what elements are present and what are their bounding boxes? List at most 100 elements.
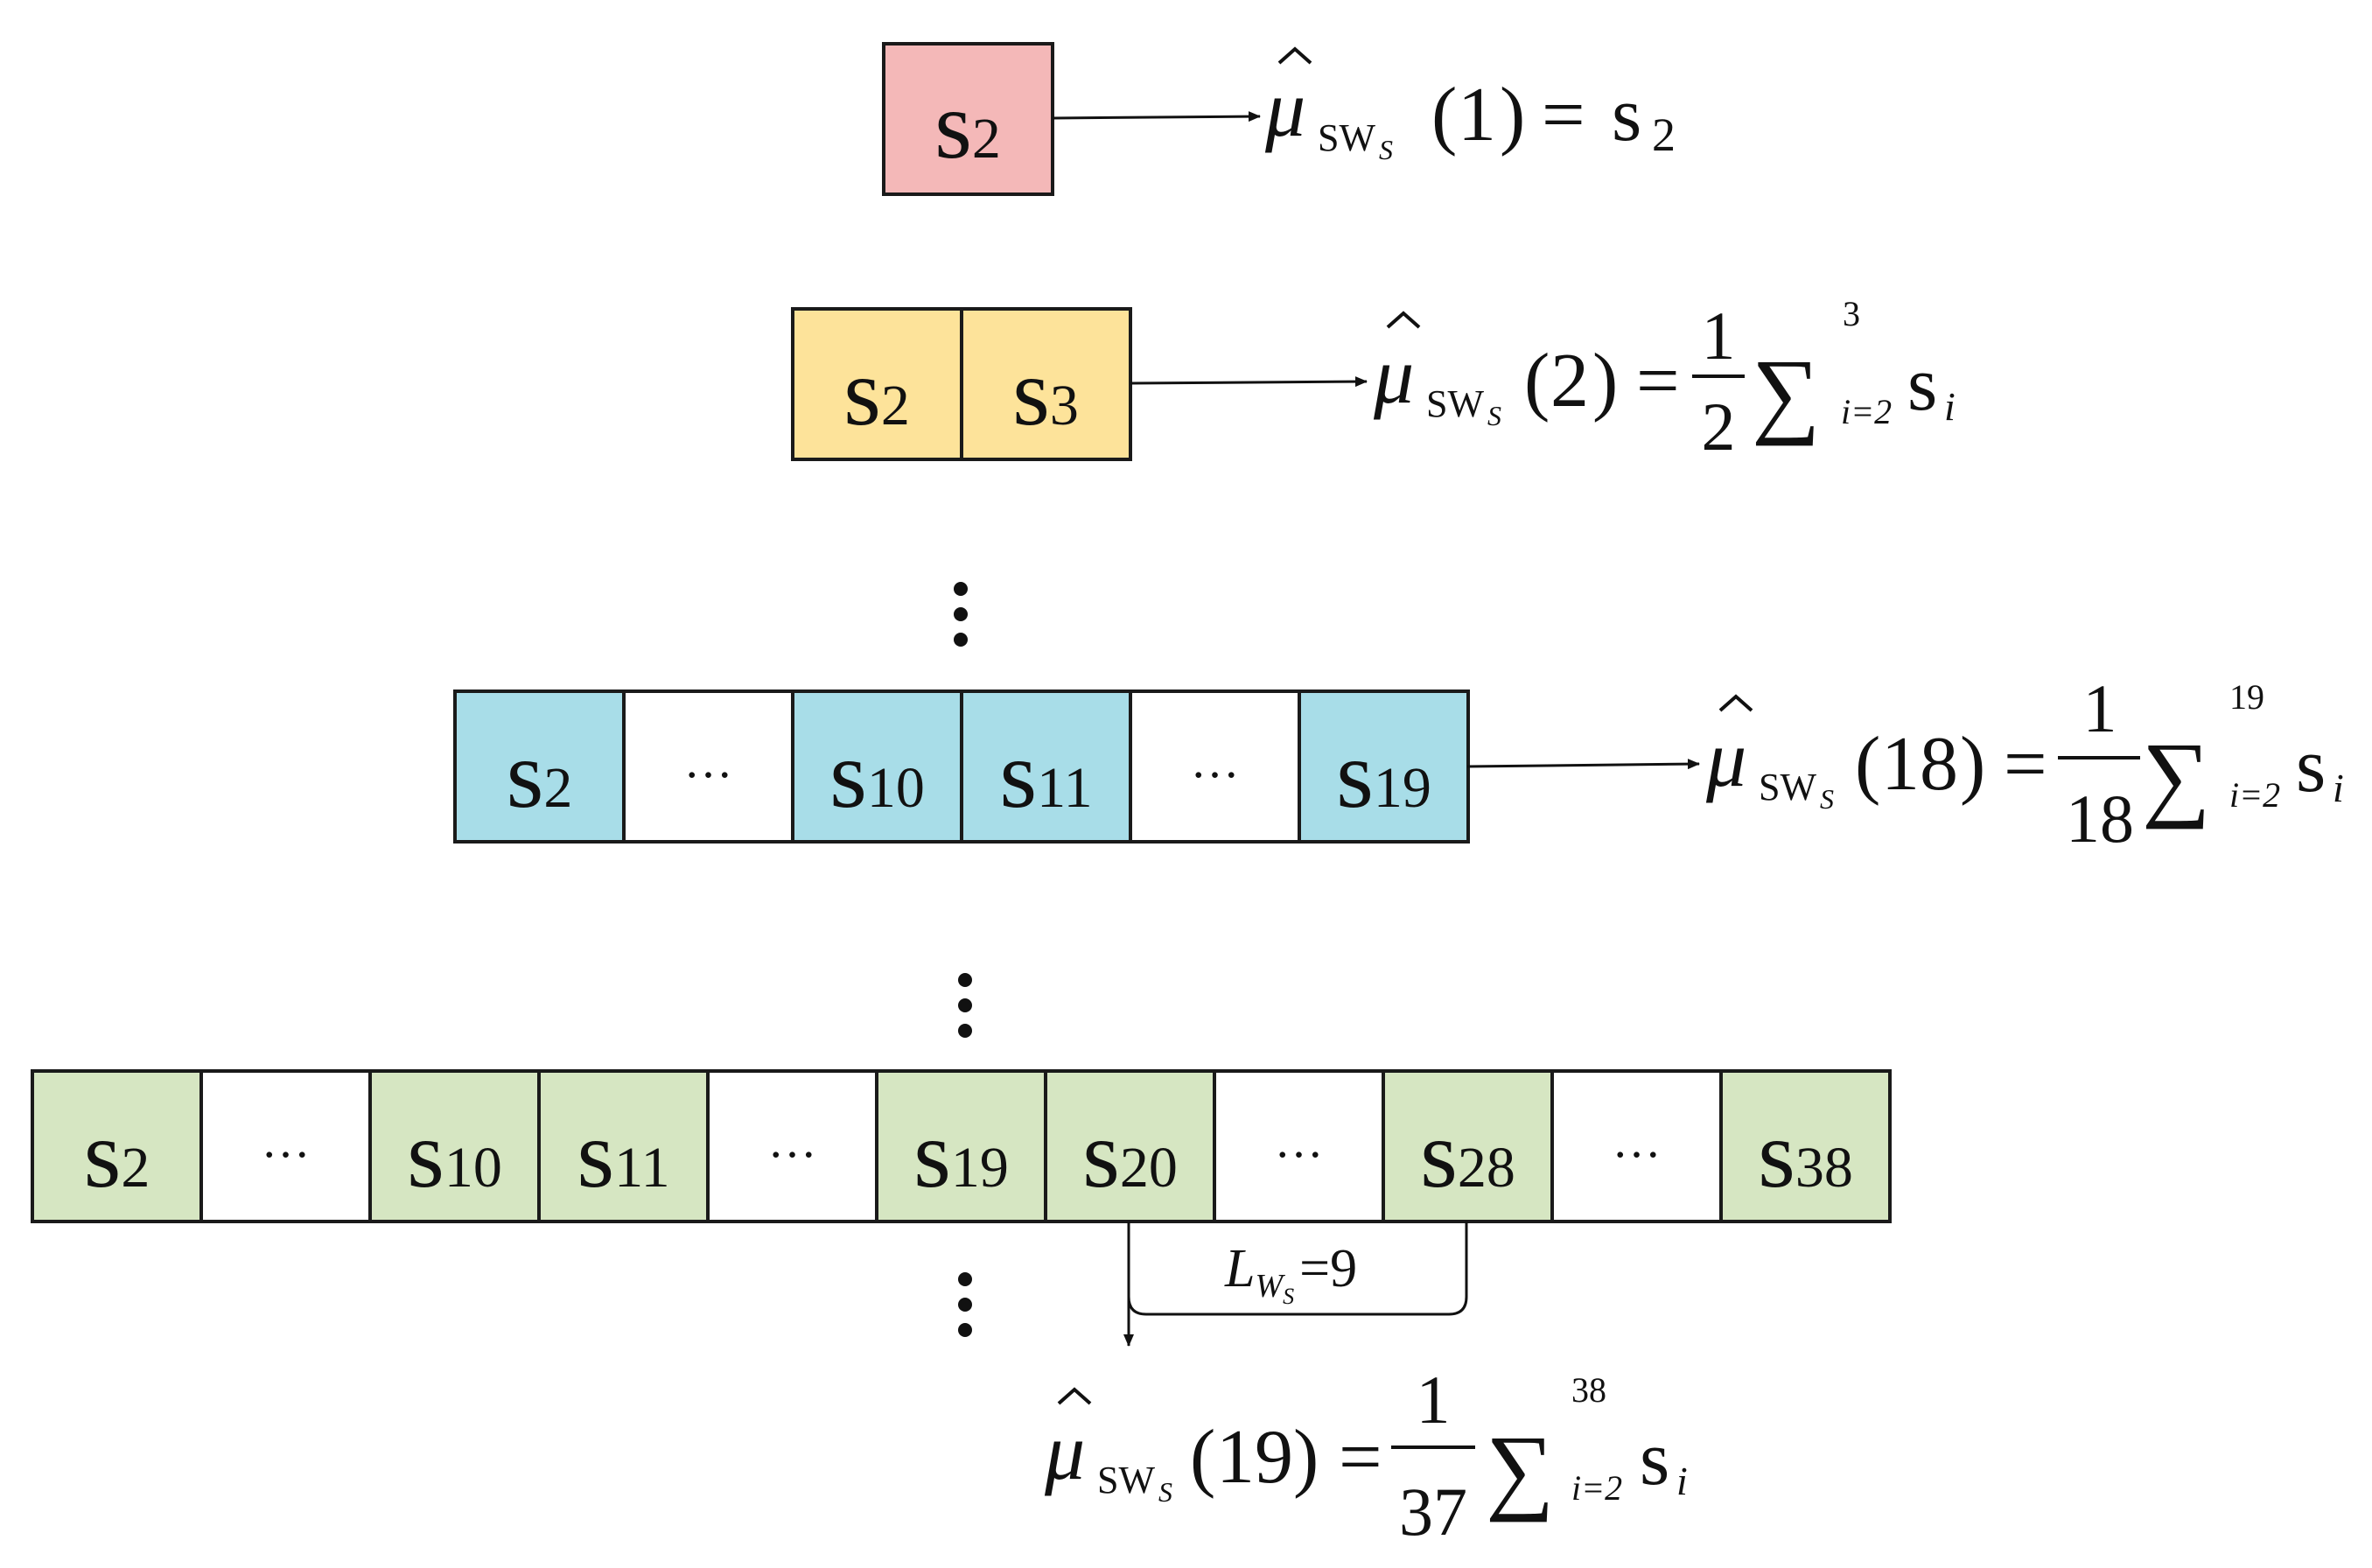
- row-4-cell-9: [1382, 1069, 1554, 1223]
- svg-text:1: 1: [1458, 73, 1496, 158]
- row-4-cell-9-label: s28: [1420, 1101, 1515, 1208]
- row-2-arrow: [1130, 376, 1368, 388]
- svg-text:μ: μ: [1044, 1407, 1085, 1496]
- row-4: s2 … s10 s11 … s19 s20 … s28 … s38: [31, 1069, 1892, 1223]
- svg-text:19: 19: [2229, 677, 2264, 717]
- svg-text:s: s: [1907, 342, 1937, 427]
- svg-text:2: 2: [1652, 108, 1676, 161]
- vertical-ellipsis-2: [958, 973, 972, 1038]
- row-4-cell-3: [368, 1069, 541, 1223]
- ellipsis-cell-label: …: [262, 1114, 311, 1168]
- svg-text:=: =: [1542, 73, 1585, 158]
- row-4-cell-11-label: s38: [1758, 1101, 1853, 1208]
- row-4-cell-6-label: s19: [913, 1101, 1009, 1208]
- svg-text:(: (: [1190, 1415, 1215, 1500]
- row-3: s2 … s10 s11 … s19: [453, 690, 1470, 844]
- svg-text:2: 2: [1550, 339, 1589, 424]
- svg-text:s: s: [2296, 724, 2326, 808]
- svg-text:=: =: [1636, 339, 1680, 424]
- row-3-cell-4-label: s11: [999, 721, 1092, 828]
- row-3-cell-3: [791, 690, 963, 844]
- row-1-cell-1: [882, 42, 1054, 196]
- row-2-cell-1-label: s2: [843, 339, 910, 445]
- svg-text:i=2: i=2: [2229, 775, 2280, 815]
- ellipsis-cell-label: …: [768, 1114, 817, 1168]
- svg-text:1: 1: [1417, 1362, 1451, 1438]
- row-3-cell-3-label: s10: [829, 721, 925, 828]
- row-2-cell-2-label: s3: [1012, 339, 1079, 445]
- row-4-cell-5: [706, 1069, 878, 1223]
- svg-text:): ): [1960, 722, 1985, 807]
- svg-text:): ): [1500, 73, 1525, 158]
- svg-text:): ): [1293, 1415, 1319, 1500]
- svg-text:∑: ∑: [2142, 723, 2210, 830]
- svg-text:19: 19: [1216, 1415, 1293, 1500]
- svg-text:=: =: [1339, 1415, 1382, 1500]
- row-3-cell-6: [1298, 690, 1470, 844]
- svg-text:(: (: [1524, 339, 1550, 424]
- svg-text:(: (: [1431, 73, 1457, 158]
- svg-text:): ): [1592, 339, 1618, 424]
- svg-text:18: 18: [1881, 722, 1958, 807]
- row-4-cell-1: [31, 1069, 203, 1223]
- ellipsis-cell-label: …: [684, 734, 733, 788]
- ellipsis-cell-label: …: [1613, 1114, 1662, 1168]
- svg-text:(: (: [1855, 722, 1880, 807]
- row-4-cell-1-label: s2: [84, 1101, 150, 1208]
- row-4-cell-6: [875, 1069, 1047, 1223]
- svg-text:2: 2: [1702, 388, 1736, 465]
- svg-text:37: 37: [1399, 1474, 1467, 1550]
- row-2-cell-2: [960, 307, 1132, 461]
- svg-text:18: 18: [2066, 780, 2134, 857]
- svg-text:SWS: SWS: [1318, 116, 1393, 165]
- row-3-cell-5: [1129, 690, 1301, 844]
- svg-text:1: 1: [2083, 670, 2117, 746]
- svg-text:s: s: [1640, 1417, 1669, 1502]
- svg-text:i=2: i=2: [1571, 1468, 1622, 1508]
- svg-text:SWS: SWS: [1426, 382, 1501, 431]
- row-4-cell-7-label: s20: [1082, 1101, 1178, 1208]
- row-3-arrow: [1466, 759, 1700, 770]
- ellipsis-cell-label: …: [1275, 1114, 1324, 1168]
- svg-text:∑: ∑: [1752, 340, 1820, 446]
- row-4-cell-4: [537, 1069, 710, 1223]
- svg-text:∑: ∑: [1486, 1416, 1554, 1522]
- svg-text:38: 38: [1571, 1370, 1606, 1410]
- row-1-arrow: [1052, 111, 1261, 122]
- row-4-cell-4-label: s11: [577, 1101, 669, 1208]
- svg-text:i: i: [1944, 384, 1956, 429]
- svg-text:μ: μ: [1705, 714, 1746, 803]
- svg-text:SWS: SWS: [1759, 766, 1834, 815]
- row-3-cell-1: [453, 690, 626, 844]
- row-4-cell-3-label: s10: [407, 1101, 502, 1208]
- row-4-cell-11: [1719, 1069, 1892, 1223]
- ellipsis-cell-label: …: [1191, 734, 1240, 788]
- row-4-cell-7: [1044, 1069, 1216, 1223]
- svg-text:3: 3: [1843, 294, 1860, 333]
- svg-text:1: 1: [1702, 298, 1736, 374]
- svg-text:i: i: [2333, 766, 2344, 810]
- row-3-cell-4: [960, 690, 1132, 844]
- svg-text:μ: μ: [1373, 331, 1414, 420]
- vertical-ellipsis-1: [954, 582, 968, 647]
- row-1-cell-1-label: s2: [934, 72, 1001, 178]
- row-4-cell-8: [1213, 1069, 1385, 1223]
- row-3-cell-1-label: s2: [507, 721, 573, 828]
- row-3-cell-6-label: s19: [1336, 721, 1431, 828]
- vertical-ellipsis-3: [958, 1272, 972, 1337]
- svg-text:s: s: [1612, 73, 1641, 158]
- svg-text:SWS: SWS: [1097, 1459, 1172, 1508]
- svg-text:μ: μ: [1264, 64, 1305, 153]
- svg-text:=: =: [2004, 722, 2047, 807]
- window-length-label: LWS=9: [1224, 1239, 1357, 1309]
- window-length-bracket: LWS=9: [1127, 1222, 1468, 1316]
- svg-text:i: i: [1676, 1459, 1688, 1503]
